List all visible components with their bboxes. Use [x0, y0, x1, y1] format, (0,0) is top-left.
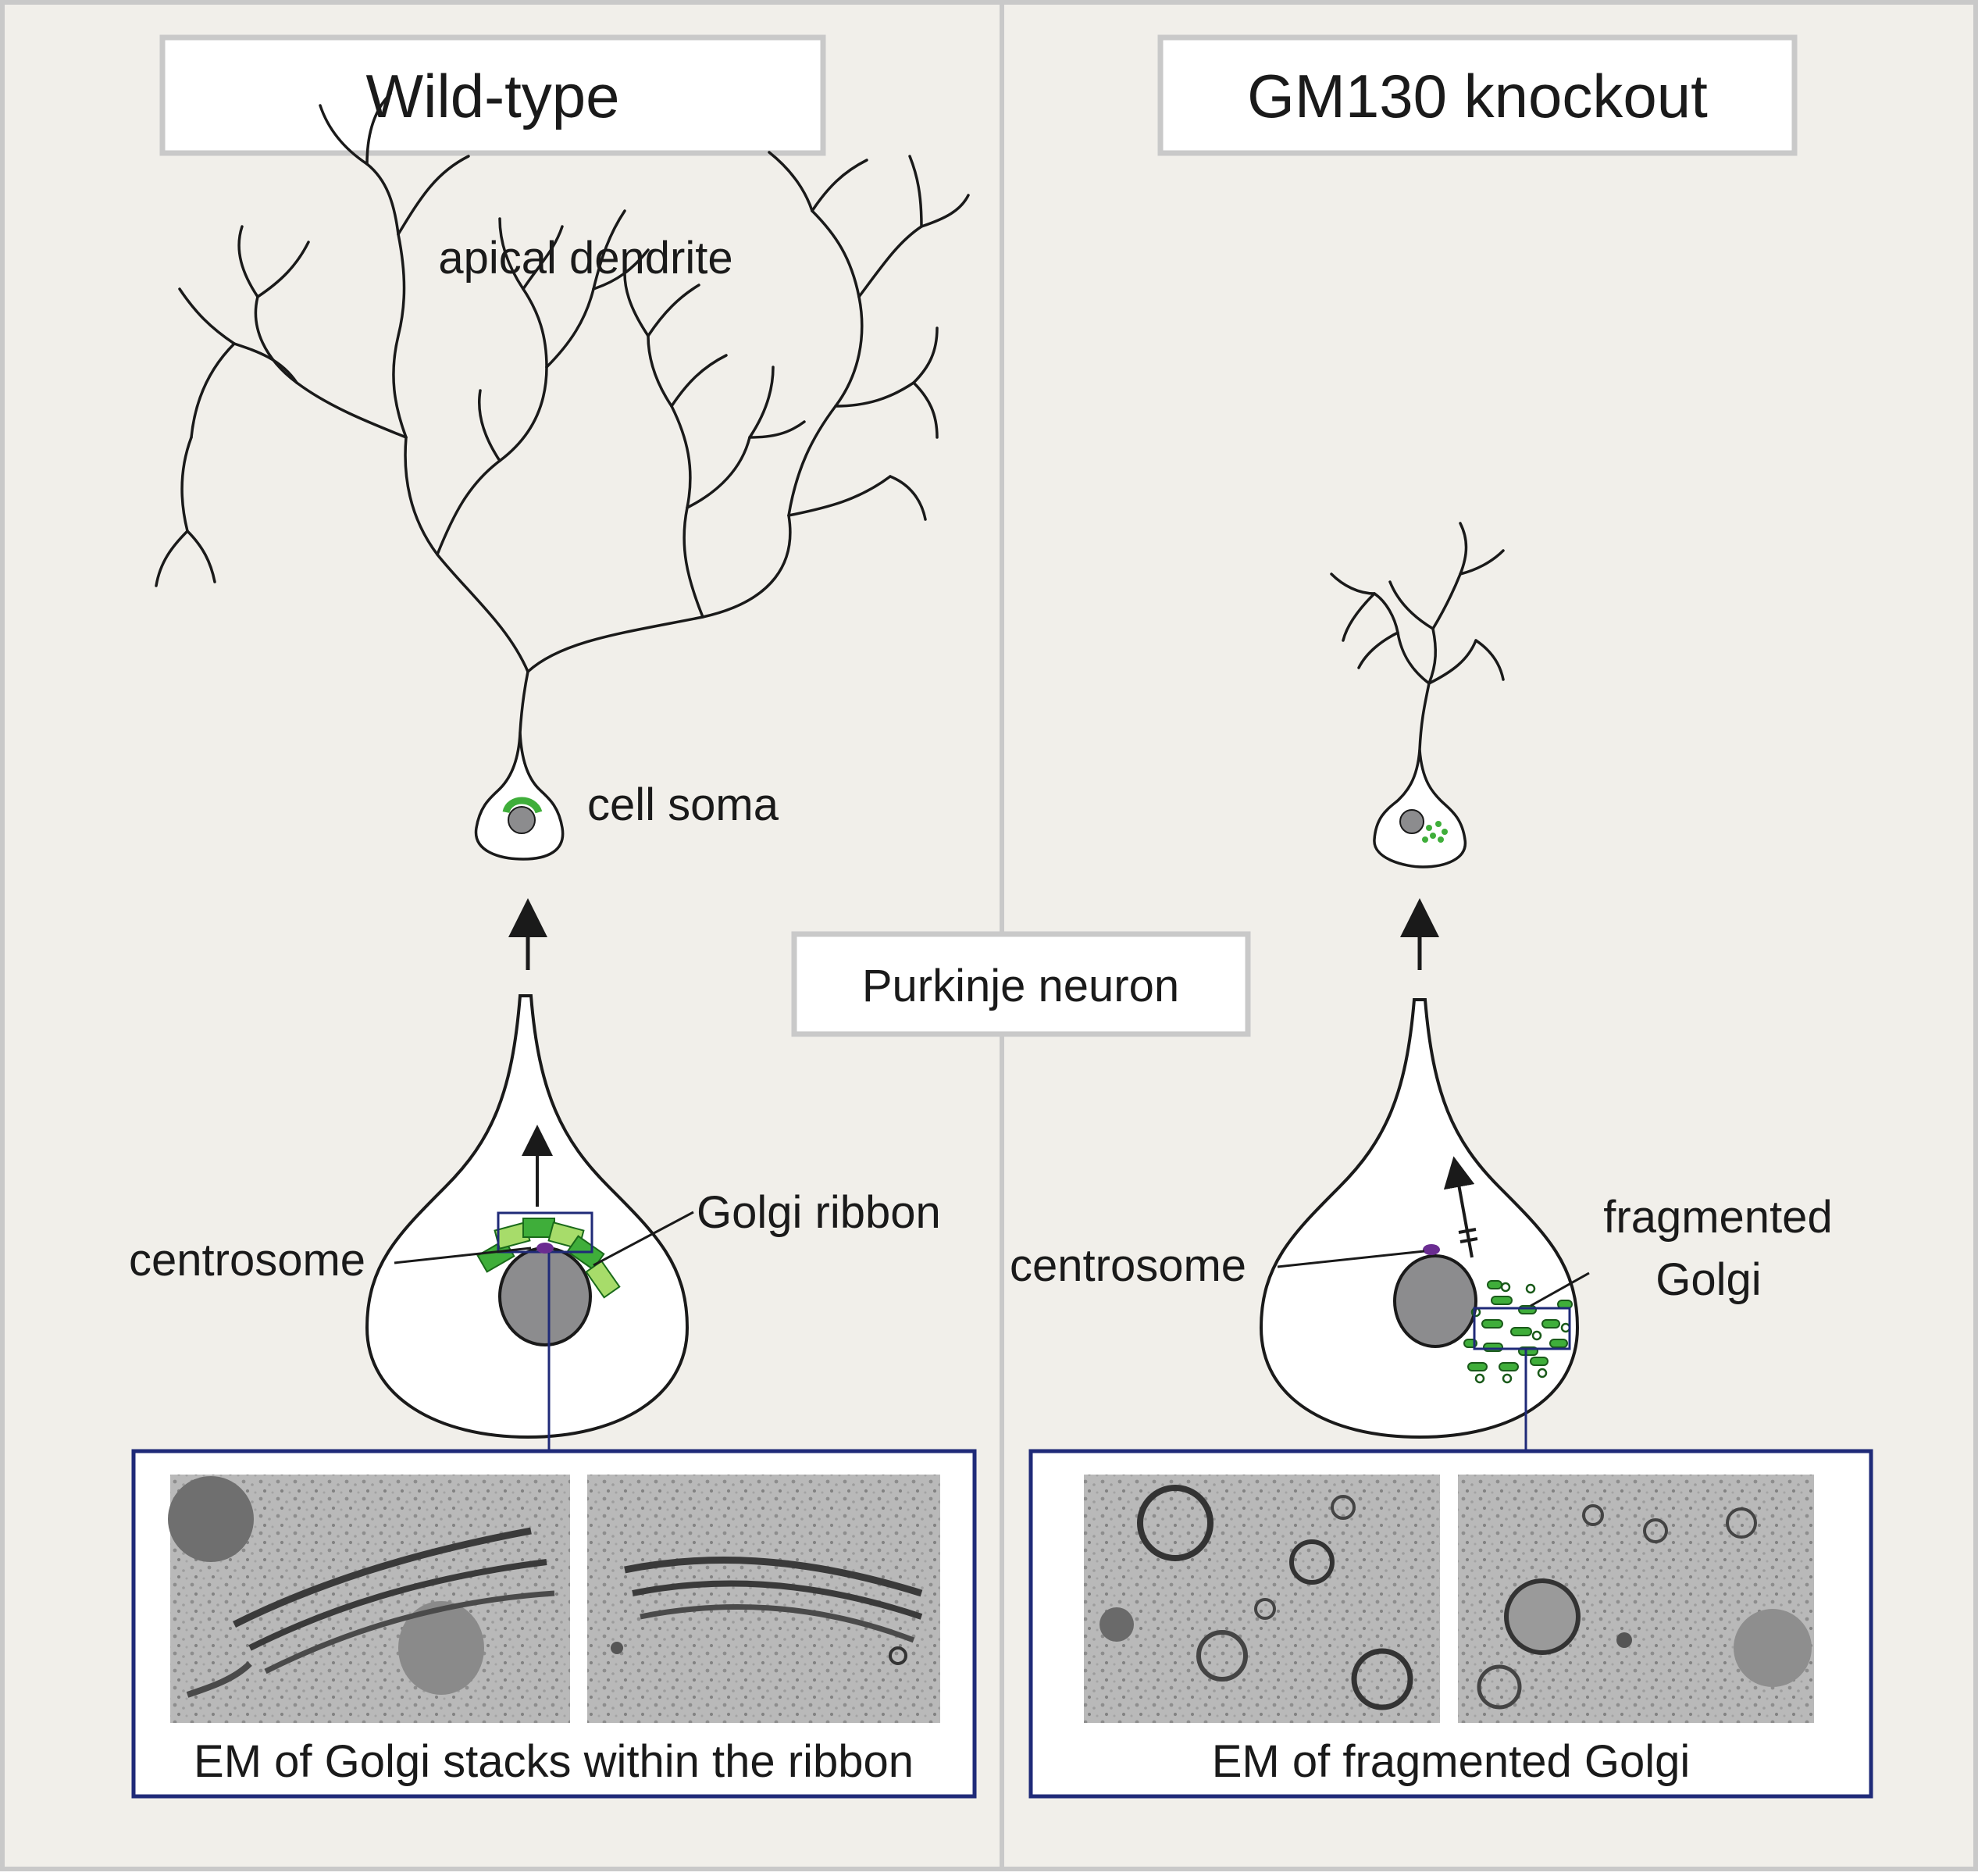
label-fragmented: fragmented — [1603, 1192, 1832, 1243]
right-large-soma — [1259, 998, 1580, 1439]
label-centrosome-right: centrosome — [1010, 1240, 1246, 1291]
left-large-soma — [365, 994, 690, 1439]
right-title: GM130 knockout — [1247, 62, 1708, 130]
left-centrosome — [536, 1243, 554, 1254]
center-label: Purkinje neuron — [862, 961, 1179, 1011]
left-title-box — [159, 34, 826, 156]
left-em-image-1 — [168, 1475, 570, 1723]
label-apical-dendrite: apical dendrite — [438, 233, 732, 284]
left-small-soma — [474, 732, 565, 861]
right-em-image-1 — [1084, 1475, 1440, 1723]
right-centrosome — [1423, 1244, 1440, 1255]
right-em-caption: EM of fragmented Golgi — [1212, 1736, 1691, 1787]
apical-dendrite-tree — [155, 92, 970, 734]
left-em-image-2 — [587, 1475, 940, 1723]
fragmented-golgi — [1463, 1280, 1573, 1371]
right-title-box — [1157, 34, 1798, 156]
label-golgi: Golgi — [1655, 1254, 1761, 1305]
label-golgi-ribbon: Golgi ribbon — [697, 1187, 941, 1238]
stunted-dendrite — [1330, 522, 1505, 751]
left-em-caption: EM of Golgi stacks within the ribbon — [194, 1736, 914, 1787]
label-centrosome-left: centrosome — [129, 1235, 365, 1286]
label-cell-soma: cell soma — [587, 779, 779, 830]
left-title: Wild-type — [365, 62, 619, 130]
center-label-box — [791, 931, 1251, 1037]
right-small-soma — [1373, 749, 1467, 868]
right-em-image-2 — [1458, 1475, 1814, 1723]
